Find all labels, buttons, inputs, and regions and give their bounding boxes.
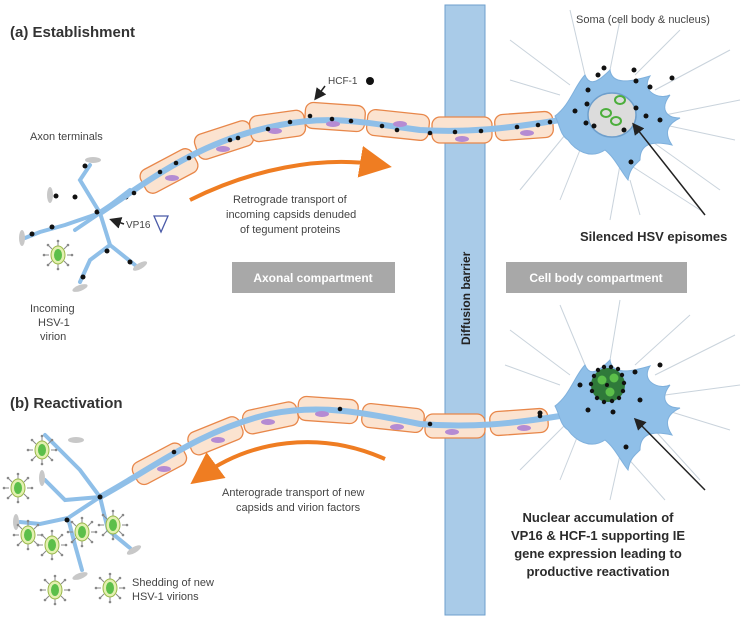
nuclear-accumulation-label-2: VP16 & HCF-1 supporting IE xyxy=(511,528,685,543)
hcf1-dots-terminals-b xyxy=(64,494,103,523)
axon-terminals-label: Axon terminals xyxy=(30,131,103,143)
nucleus-a xyxy=(587,92,637,138)
synaptic-boutons-b xyxy=(13,437,142,580)
hcf1-label: HCF-1 xyxy=(328,76,358,87)
silenced-label: Silenced HSV episomes xyxy=(580,229,727,244)
capsid-dots-axon-b xyxy=(171,406,543,455)
vp16-label: VP16 xyxy=(126,220,151,231)
hcf1-dots-terminals-a xyxy=(29,163,133,280)
panel-b-title: (b) Reactivation xyxy=(10,395,123,412)
schwann-nuclei-b xyxy=(157,411,531,472)
active-episomes xyxy=(597,373,619,397)
cell-body-compartment-box xyxy=(506,262,687,293)
diffusion-barrier-label: Diffusion barrier xyxy=(459,251,473,345)
incoming-virion-label-3: virion xyxy=(40,331,66,343)
incoming-virion-icon xyxy=(42,239,74,271)
hcf1-arrow xyxy=(314,85,327,101)
silenced-arrow xyxy=(632,122,706,216)
axon-terminals-a xyxy=(23,163,137,284)
soma-a xyxy=(509,9,741,221)
nuclear-accumulation-arrow xyxy=(633,417,706,491)
vp16-triangle-icon xyxy=(153,215,169,234)
soma-label: Soma (cell body & nucleus) xyxy=(576,14,710,26)
incoming-virion-label-2: HSV-1 xyxy=(38,317,70,329)
anterograde-arrow xyxy=(190,440,386,485)
nuclear-accumulation-label-4: productive reactivation xyxy=(526,564,669,579)
incoming-virion-label-1: Incoming xyxy=(30,303,75,315)
synaptic-boutons-a xyxy=(19,157,148,292)
anterograde-label-2: capsids and virion factors xyxy=(236,502,361,514)
retrograde-arrow xyxy=(189,145,392,202)
retrograde-label-1: Retrograde transport of xyxy=(233,194,348,206)
hcf1-dot-icon xyxy=(366,77,374,85)
anterograde-label-1: Anterograde transport of new xyxy=(222,487,365,499)
shedding-label-2: HSV-1 virions xyxy=(132,591,199,603)
hcf1-dots-soma-a xyxy=(572,65,675,165)
retrograde-label-3: of tegument proteins xyxy=(240,224,341,236)
vp16-arrow xyxy=(109,217,125,229)
schwann-nuclei-a xyxy=(165,121,534,181)
cell-body-compartment-label: Cell body compartment xyxy=(529,271,662,285)
capsid-dots-axon-a xyxy=(131,113,553,196)
nuclear-accumulation-label-3: gene expression leading to xyxy=(514,546,682,561)
shedding-label-1: Shedding of new xyxy=(132,577,214,589)
panel-a-title: (a) Establishment xyxy=(10,24,135,41)
retrograde-label-2: incoming capsids denuded xyxy=(226,209,356,221)
nuclear-accumulation-dots xyxy=(537,362,663,450)
axon-a xyxy=(98,107,601,216)
axonal-compartment-label: Axonal compartment xyxy=(253,271,372,285)
soma-b xyxy=(504,299,741,501)
silenced-episomes xyxy=(600,95,626,126)
nuclear-accumulation-label-1: Nuclear accumulation of xyxy=(523,510,675,525)
diffusion-barrier xyxy=(444,4,486,616)
axonal-compartment-box xyxy=(232,262,395,293)
